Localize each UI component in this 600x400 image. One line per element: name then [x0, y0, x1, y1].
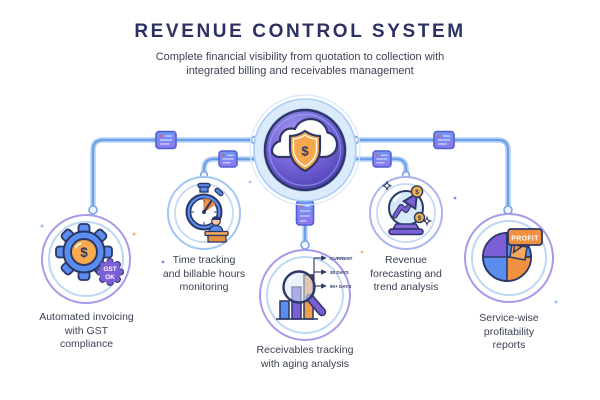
label-line: profitability: [483, 325, 535, 338]
subtitle-line-2: integrated billing and receivables manag…: [186, 65, 414, 77]
sparkle-icon: [382, 181, 433, 227]
aging-label-current: CURRENT: [330, 256, 353, 261]
coin-icon: $: [413, 211, 426, 224]
label-line: with aging analysis: [260, 357, 350, 370]
gst-badge-text-bottom: OK: [105, 274, 115, 281]
coin-dollar-text: $: [415, 189, 419, 196]
node-label-forecasting: Revenue forecasting and trend analysis: [336, 254, 476, 295]
node-circle-time-tracking: [167, 176, 241, 250]
stopwatch-icon: [185, 182, 224, 231]
doc-connector-icon: [218, 150, 238, 168]
gear-dollar-text: $: [80, 245, 88, 260]
gst-badge: GST OK: [95, 257, 125, 287]
profit-flag-text: PROFIT: [511, 236, 539, 243]
label-line: compliance: [59, 338, 114, 350]
label-line: Revenue: [384, 254, 428, 266]
doc-connector-icon: [295, 200, 315, 226]
page-title: REVENUE CONTROL SYSTEM: [134, 21, 466, 42]
crystal-ball-icon: $ $: [382, 181, 433, 236]
trend-arrow-icon: [392, 198, 414, 219]
node-circle-forecasting: $ $: [369, 176, 443, 250]
node-label-profitability: Service-wise profitability reports: [446, 312, 572, 353]
node-circle-receivables: CURRENT 30 DAYS 90+ DAYS: [259, 249, 353, 341]
profit-flag-icon: PROFIT: [507, 228, 543, 261]
label-line: Receivables tracking: [256, 344, 354, 356]
label-line: trend analysis: [373, 281, 439, 293]
hub-node: $: [249, 94, 361, 206]
coin-icon: $: [410, 185, 424, 198]
aging-label-90-days: 90+ DAYS: [330, 284, 351, 289]
doc-connector-icon: [433, 130, 455, 150]
label-line: monitoring: [179, 281, 229, 293]
label-line: forecasting and: [370, 267, 442, 280]
label-line: Time tracking: [172, 254, 236, 266]
label-line: Automated invoicing: [39, 311, 134, 323]
label-line: reports: [492, 339, 526, 351]
coin-dollar-text: $: [418, 216, 422, 222]
doc-connector-icon: [155, 130, 177, 150]
ball-base: [388, 223, 424, 236]
gst-badge-text-top: GST: [103, 266, 116, 273]
subtitle-line-1: Complete financial visibility from quota…: [155, 51, 445, 63]
node-label-time-tracking: Time tracking and billable hours monitor…: [134, 254, 274, 295]
page-subtitle: Complete financial visibility from quota…: [0, 50, 600, 78]
label-line: with GST: [64, 324, 109, 337]
node-circle-profitability: PROFIT: [464, 213, 554, 303]
node-circle-invoicing: $ GST OK: [41, 214, 131, 304]
label-line: and billable hours: [162, 267, 246, 280]
decorative-dots: [40, 180, 558, 304]
doc-connector-icon: [372, 150, 392, 168]
header: REVENUE CONTROL SYSTEM Complete financia…: [0, 21, 600, 78]
node-label-invoicing: Automated invoicing with GST compliance: [14, 311, 159, 352]
hub-dollar-text: $: [301, 144, 309, 159]
node-label-receivables: Receivables tracking with aging analysis: [228, 344, 382, 371]
aging-label-30-days: 30 DAYS: [330, 270, 349, 275]
label-line: Service-wise: [479, 312, 539, 324]
magnifier-icon: [282, 270, 327, 317]
shield-dollar-icon: $: [288, 129, 322, 173]
person-desk-icon: [204, 216, 229, 243]
